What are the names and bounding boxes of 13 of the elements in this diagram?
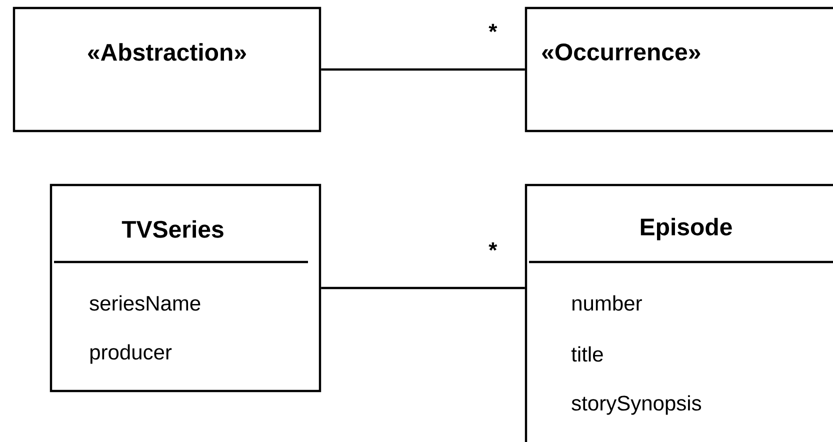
association-line [321, 68, 525, 71]
attribute: storySynopsis [572, 395, 702, 415]
attribute: title [571, 346, 603, 362]
class-name: «Abstraction» [88, 43, 246, 61]
multiplicity: * [488, 242, 498, 251]
class-name: TVSeries [122, 220, 224, 238]
attribute: number [572, 295, 642, 311]
class-name: Episode [640, 218, 732, 240]
attribute: producer [90, 344, 172, 364]
multiplicity: * [488, 24, 498, 32]
association-line [321, 286, 525, 290]
attribute: seriesName [90, 295, 200, 311]
class-name: «Occurrence» [542, 44, 700, 60]
